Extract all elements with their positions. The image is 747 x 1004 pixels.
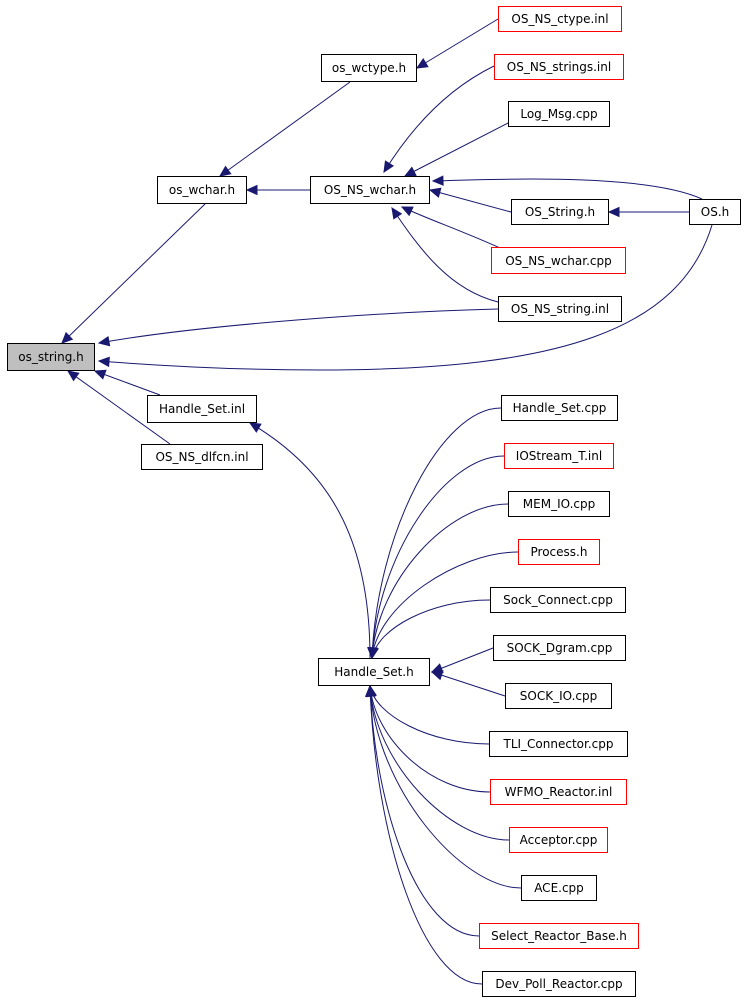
arrowhead-icon bbox=[430, 670, 444, 681]
node-os-string-h[interactable]: OS_String.h bbox=[511, 199, 609, 225]
node-wfmo-reactor-inl[interactable]: WFMO_Reactor.inl bbox=[490, 779, 627, 805]
node-os-h[interactable]: OS.h bbox=[689, 199, 741, 225]
node-os-wchar-h[interactable]: os_wchar.h bbox=[157, 176, 247, 204]
node-handle-set-inl[interactable]: Handle_Set.inl bbox=[147, 395, 257, 423]
edge-os-wctype-h-to-os-wchar-h bbox=[219, 81, 351, 177]
node-acceptor-cpp[interactable]: Acceptor.cpp bbox=[509, 827, 608, 853]
node-tli-connector-cpp[interactable]: TLI_Connector.cpp bbox=[489, 731, 628, 757]
arrowhead-icon bbox=[245, 184, 258, 196]
arrowhead-icon bbox=[219, 165, 232, 177]
node-os-ns-dlfcn-inl[interactable]: OS_NS_dlfcn.inl bbox=[141, 444, 263, 470]
arrowhead-icon bbox=[365, 684, 376, 697]
edge-os-h-to-os-string-h bbox=[98, 224, 713, 371]
arrowhead-icon bbox=[415, 58, 429, 69]
edge-os-wchar-h-to-os-string-h bbox=[61, 203, 206, 344]
edge-select-reactor-base-h-to-handle-set-h bbox=[369, 685, 480, 937]
arrowhead-icon bbox=[431, 175, 444, 186]
node-sock-dgram-cpp[interactable]: SOCK_Dgram.cpp bbox=[493, 635, 626, 661]
arrowhead-icon bbox=[248, 422, 262, 433]
edge-handle-set-cpp-to-handle-set-h bbox=[371, 407, 502, 659]
node-process-h[interactable]: Process.h bbox=[518, 539, 600, 565]
edge-os-ns-ctype-inl-to-os-wctype-h bbox=[416, 18, 499, 69]
edge-sock-io-cpp-to-handle-set-h bbox=[431, 671, 506, 697]
node-select-reactor-base-h[interactable]: Select_Reactor_Base.h bbox=[479, 923, 639, 949]
node-handle-set-h[interactable]: Handle_Set.h bbox=[318, 658, 430, 686]
edge-log-msg-cpp-to-os-ns-wchar-h bbox=[404, 121, 511, 177]
node-ace-cpp[interactable]: ACE.cpp bbox=[521, 875, 597, 901]
arrowhead-icon bbox=[428, 187, 442, 198]
arrowhead-icon bbox=[67, 370, 80, 382]
edge-handle-set-h-to-handle-set-inl bbox=[249, 422, 371, 659]
node-handle-set-cpp[interactable]: Handle_Set.cpp bbox=[501, 395, 618, 421]
edge-sock-connect-cpp-to-handle-set-h bbox=[371, 599, 491, 659]
edge-os-ns-strings-inl-to-os-ns-wchar-h bbox=[383, 65, 495, 173]
edge-process-h-to-handle-set-h bbox=[371, 551, 519, 659]
edge-os-h-to-os-ns-wchar-h bbox=[432, 178, 703, 200]
node-os-ns-wchar-h[interactable]: OS_NS_wchar.h bbox=[310, 176, 430, 204]
node-os-string-h: os_string.h bbox=[7, 343, 95, 371]
arrowhead-icon bbox=[93, 369, 107, 380]
edge-tli-connector-cpp-to-handle-set-h bbox=[369, 685, 490, 745]
node-os-wctype-h[interactable]: os_wctype.h bbox=[321, 54, 417, 82]
arrowhead-icon bbox=[97, 335, 111, 347]
edge-ace-cpp-to-handle-set-h bbox=[369, 685, 522, 889]
node-os-ns-string-inl[interactable]: OS_NS_string.inl bbox=[498, 296, 622, 322]
arrowhead-icon bbox=[61, 331, 74, 344]
node-log-msg-cpp[interactable]: Log_Msg.cpp bbox=[508, 101, 610, 127]
edge-acceptor-cpp-to-handle-set-h bbox=[369, 685, 510, 841]
edge-wfmo-reactor-inl-to-handle-set-h bbox=[369, 685, 491, 793]
node-dev-poll-reactor-cpp[interactable]: Dev_Poll_Reactor.cpp bbox=[482, 971, 636, 997]
node-os-ns-strings-inl[interactable]: OS_NS_strings.inl bbox=[494, 54, 624, 80]
node-sock-io-cpp[interactable]: SOCK_IO.cpp bbox=[505, 683, 612, 709]
node-os-ns-ctype-inl[interactable]: OS_NS_ctype.inl bbox=[498, 6, 622, 32]
arrowhead-icon bbox=[400, 206, 414, 217]
arrowhead-icon bbox=[368, 646, 379, 660]
arrowhead-icon bbox=[607, 206, 620, 218]
arrowhead-icon bbox=[383, 160, 395, 174]
node-os-ns-wchar-cpp[interactable]: OS_NS_wchar.cpp bbox=[491, 247, 626, 274]
edge-os-ns-string-inl-to-os-string-h bbox=[98, 308, 499, 344]
edge-dev-poll-reactor-cpp-to-handle-set-h bbox=[369, 685, 483, 985]
edge-os-string-h-to-os-ns-wchar-h bbox=[429, 189, 512, 213]
edge-mem-io-cpp-to-handle-set-h bbox=[371, 503, 509, 659]
edge-os-ns-dlfcn-inl-to-os-string-h bbox=[67, 370, 171, 445]
node-sock-connect-cpp[interactable]: Sock_Connect.cpp bbox=[490, 587, 626, 613]
node-mem-io-cpp[interactable]: MEM_IO.cpp bbox=[508, 491, 610, 517]
arrowhead-icon bbox=[391, 206, 403, 220]
node-iostream-t-inl[interactable]: IOStream_T.inl bbox=[504, 443, 614, 469]
arrowhead-icon bbox=[97, 356, 110, 368]
edge-iostream-t-inl-to-handle-set-h bbox=[371, 455, 505, 659]
arrowhead-icon bbox=[403, 166, 417, 177]
edge-os-ns-string-inl-to-os-ns-wchar-h bbox=[391, 207, 499, 303]
